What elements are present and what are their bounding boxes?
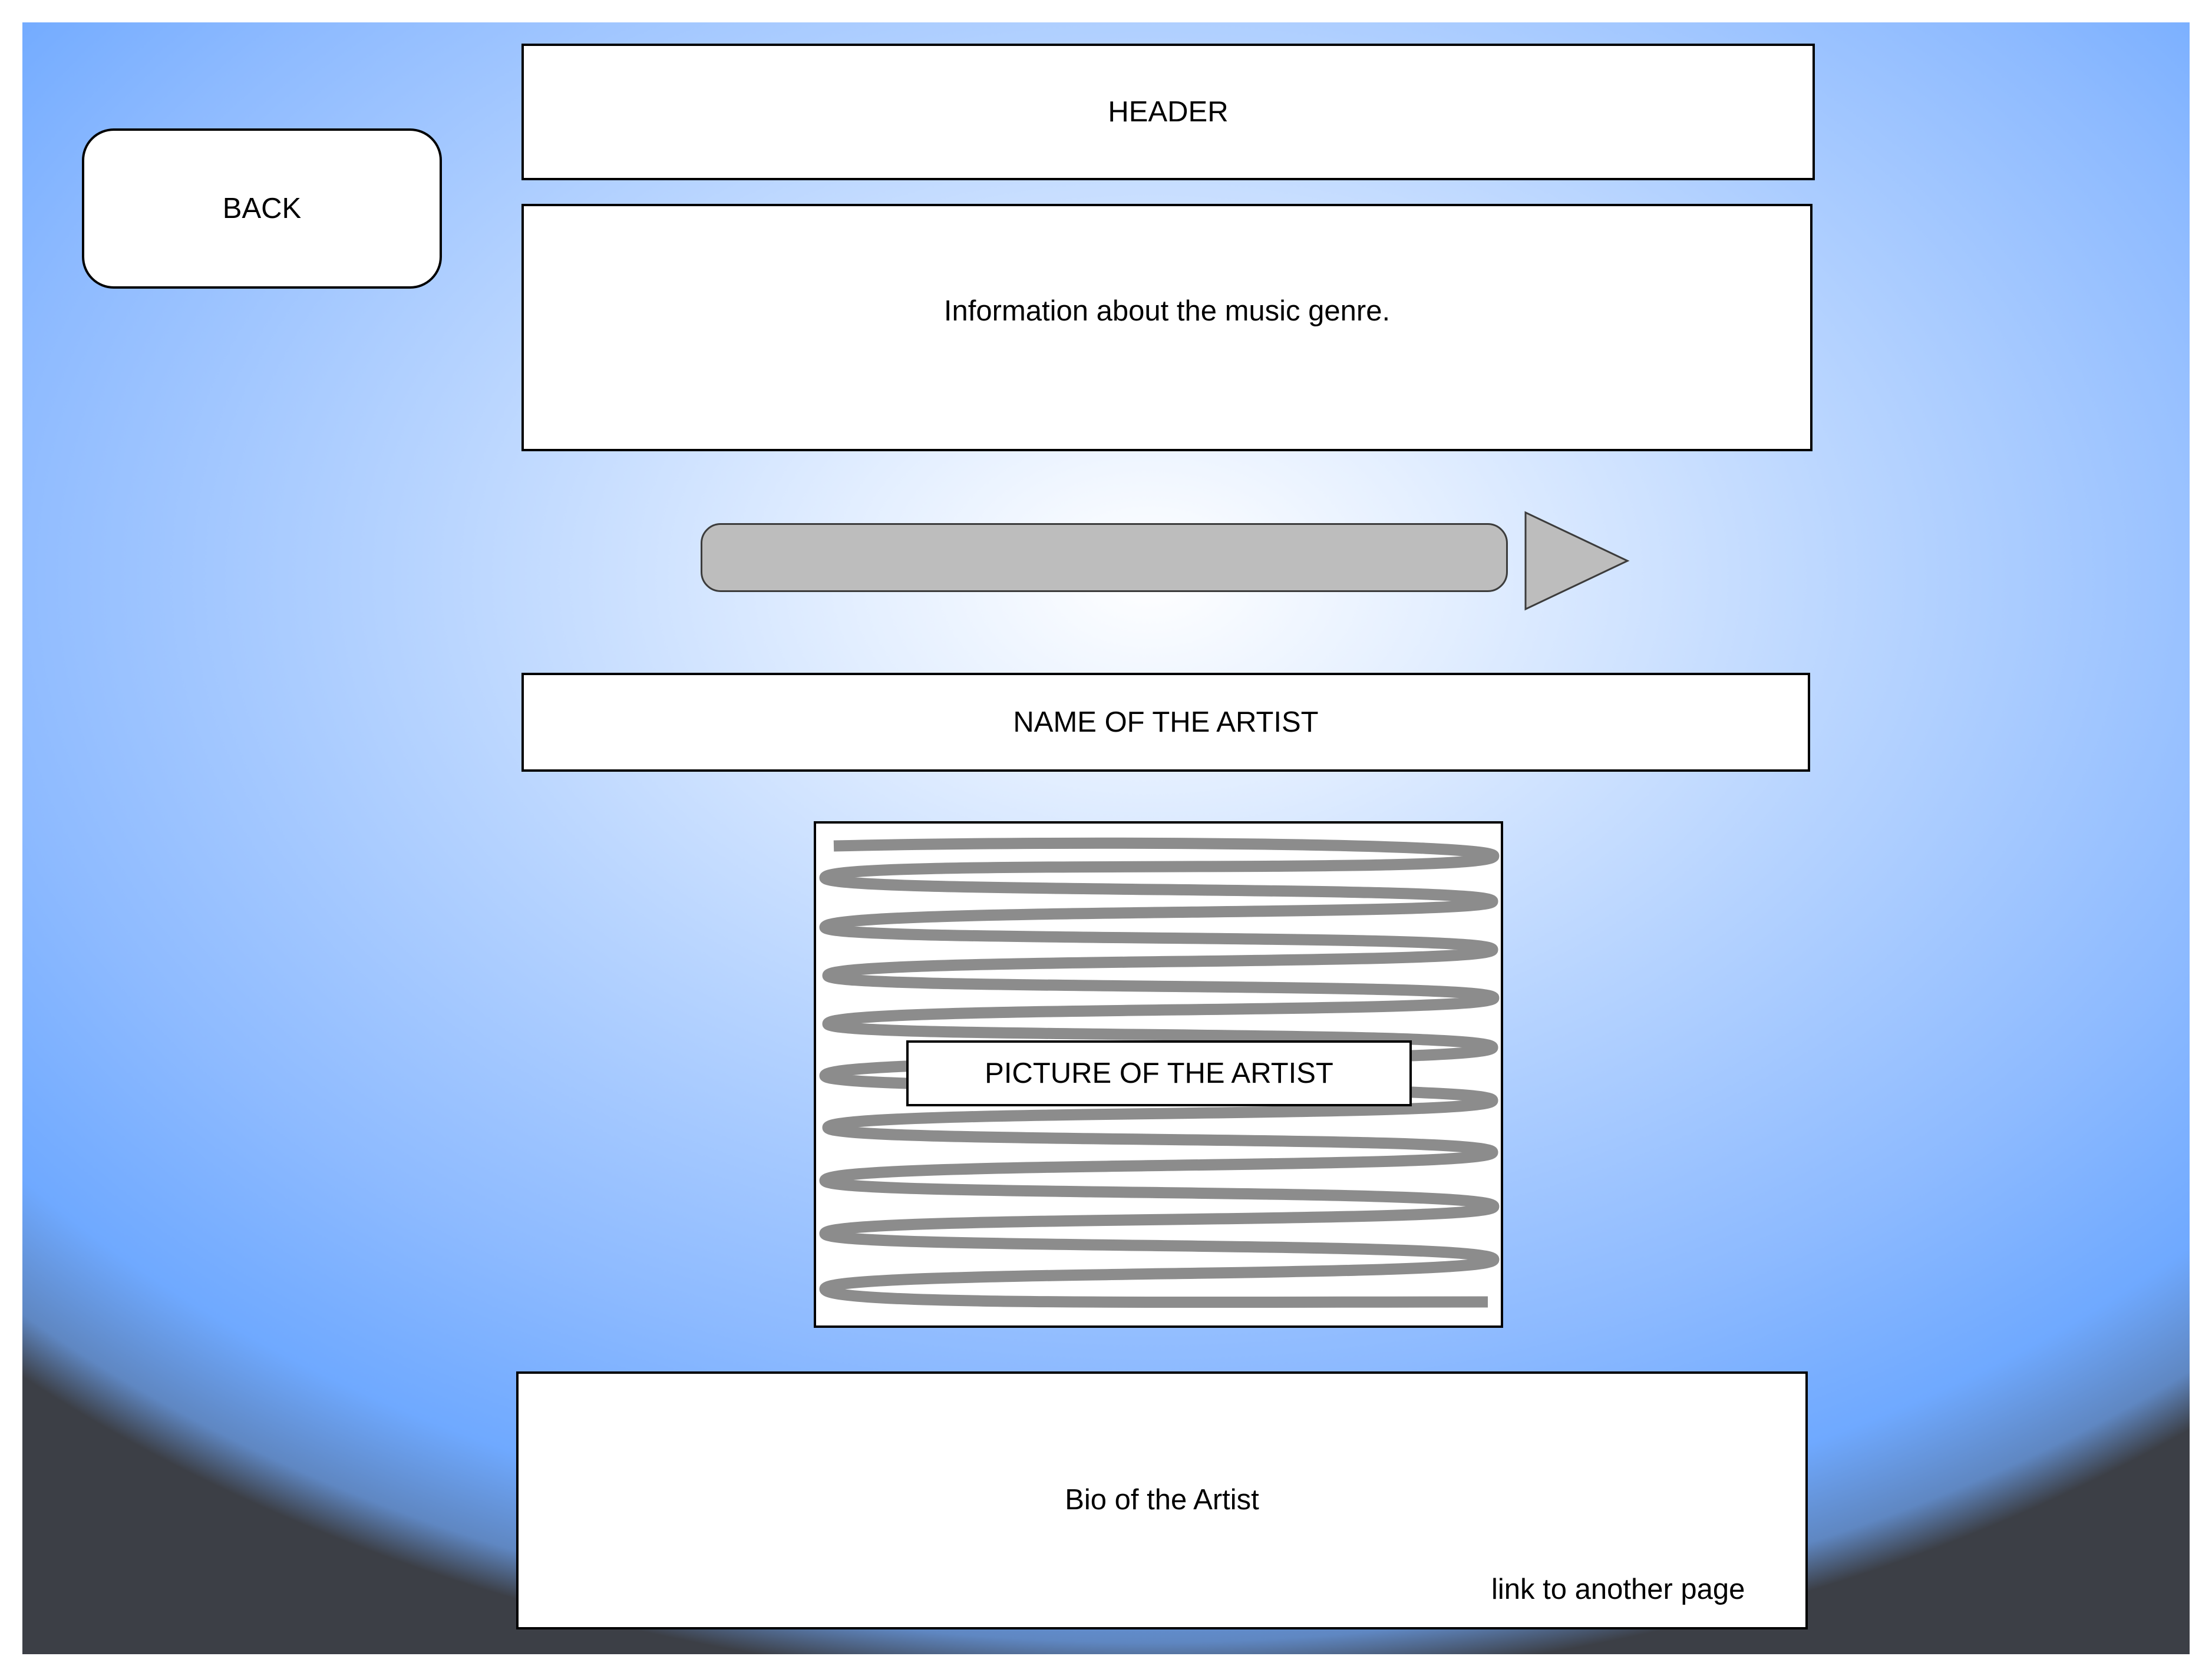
play-icon[interactable] <box>1524 511 1632 611</box>
artist-bio-panel: Bio of the Artist link to another page <box>516 1371 1808 1629</box>
back-button[interactable]: BACK <box>82 128 442 289</box>
artist-bio-text: Bio of the Artist <box>1065 1484 1259 1516</box>
genre-info-panel: Information about the music genre. <box>521 204 1812 451</box>
header: HEADER <box>521 44 1815 180</box>
another-page-link[interactable]: link to another page <box>1491 1573 1745 1605</box>
header-label: HEADER <box>1108 96 1229 128</box>
artist-name-panel: NAME OF THE ARTIST <box>521 673 1810 772</box>
wireframe-canvas: BACK HEADER Information about the music … <box>22 22 2190 1654</box>
artist-name-label: NAME OF THE ARTIST <box>1013 706 1319 738</box>
audio-progress-bar[interactable] <box>701 523 1508 592</box>
artist-picture-label: PICTURE OF THE ARTIST <box>906 1040 1412 1106</box>
genre-info-text: Information about the music genre. <box>943 295 1391 327</box>
back-button-label: BACK <box>222 193 302 224</box>
